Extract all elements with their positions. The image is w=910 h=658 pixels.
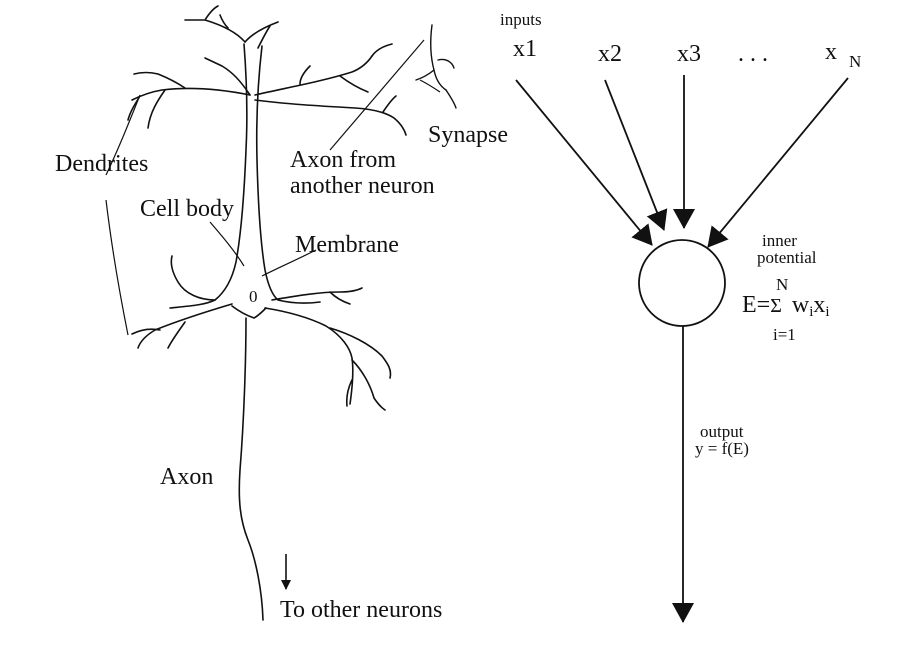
nucleus-label: 0: [249, 287, 258, 306]
synapse-terminal: [415, 24, 457, 109]
synapse-label: Synapse: [428, 122, 508, 148]
top-dendrites: [127, 5, 407, 136]
input-arrow-xN: [707, 77, 849, 248]
sigma-symbol: Σ: [770, 295, 782, 317]
potential-label: potential: [757, 248, 817, 267]
axon-from-label-line1: Axon from: [290, 147, 396, 173]
weight-sub: i: [809, 304, 814, 320]
input-x: x: [813, 292, 826, 318]
sum-lower-limit: i=1: [773, 325, 796, 344]
axon-from-label-line2: another neuron: [290, 173, 435, 199]
membrane-label: Membrane: [295, 232, 399, 258]
lower-right-dendrite: [264, 307, 354, 405]
cell-body-label: Cell body: [140, 196, 234, 222]
sum-upper-limit: N: [776, 275, 789, 294]
weight-w: w: [791, 292, 810, 318]
axon-label: Axon: [160, 464, 214, 490]
xN-sub: N: [849, 52, 862, 71]
neuron-node: [638, 239, 726, 327]
sum-lhs: E=: [742, 292, 771, 318]
biological-neuron: [127, 5, 407, 621]
ellipsis-label: . . .: [738, 41, 768, 67]
sum-formula: E=Σ wixi: [742, 292, 830, 320]
lower-left-dendrite: [137, 303, 233, 349]
input-sub: i: [825, 304, 830, 320]
artificial-neuron: [515, 75, 849, 623]
input-arrow-x2: [604, 79, 668, 231]
bio-leaders: [105, 39, 441, 336]
axon: [238, 317, 264, 621]
x1-label: x1: [513, 36, 537, 62]
x3-label: x3: [677, 41, 701, 67]
dendrites-label: Dendrites: [55, 151, 149, 177]
soma-right-outline: [255, 45, 321, 304]
inner-label: inner: [762, 231, 797, 250]
to-other-neurons-label: To other neurons: [280, 597, 443, 623]
x2-label: x2: [598, 41, 622, 67]
soma-left-outline: [169, 43, 248, 309]
xN-base: x: [825, 39, 837, 65]
output-label: output: [700, 422, 744, 441]
inputs-label: inputs: [500, 10, 542, 29]
xN-label: x N: [825, 39, 861, 70]
input-arrow-x1: [515, 79, 653, 246]
output-equation: y = f(E): [695, 439, 749, 458]
